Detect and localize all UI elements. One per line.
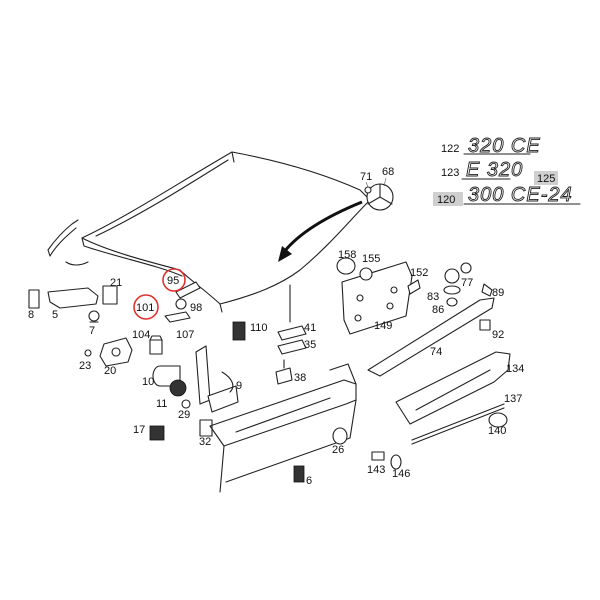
lock-assembly <box>84 335 163 367</box>
badge-e320: E 320 <box>466 159 523 181</box>
part-32 <box>199 419 213 437</box>
label-38: 38 <box>294 372 306 384</box>
label-20: 20 <box>104 365 116 377</box>
badge-320ce: 320 CE <box>468 135 541 157</box>
label-104: 104 <box>132 329 150 341</box>
label-122: 122 <box>441 143 459 155</box>
badge-300ce24: 300 CE-24 <box>468 184 573 206</box>
star-emblem <box>364 177 394 211</box>
label-7: 7 <box>89 325 95 337</box>
label-98: 98 <box>190 302 202 314</box>
seal-strip <box>411 403 505 445</box>
label-9: 9 <box>236 380 242 392</box>
license-plate-holder <box>336 257 413 335</box>
label-77: 77 <box>461 277 473 289</box>
label-32: 32 <box>199 436 211 448</box>
lock-cylinder <box>152 345 239 413</box>
label-6: 6 <box>306 475 312 487</box>
label-146: 146 <box>392 468 410 480</box>
highlight-95 <box>162 268 186 292</box>
label-71: 71 <box>360 171 372 183</box>
label-83: 83 <box>427 291 439 303</box>
label-152: 152 <box>410 267 428 279</box>
label-11: 11 <box>156 398 167 410</box>
center-parts <box>232 284 307 385</box>
part-labels: 8 5 7 21 95 98 101 107 104 23 20 10 11 2… <box>28 166 524 487</box>
label-158: 158 <box>338 249 356 261</box>
rear-panel <box>209 363 357 493</box>
label-29: 29 <box>178 409 190 421</box>
label-89: 89 <box>492 287 504 299</box>
label-155: 155 <box>362 253 380 265</box>
label-21: 21 <box>110 277 122 289</box>
part-143 <box>371 451 385 461</box>
label-101: 101 <box>136 302 154 314</box>
label-123: 123 <box>441 167 459 179</box>
hinge-parts-left <box>28 285 118 323</box>
label-140: 140 <box>488 425 506 437</box>
part-26 <box>332 427 348 445</box>
label-17: 17 <box>133 424 145 436</box>
label-74: 74 <box>430 346 442 358</box>
label-110: 110 <box>250 322 268 334</box>
label-125: 125 <box>537 173 555 185</box>
model-badges: 320 CE E 320 300 CE-24 122 123 120 125 <box>433 135 581 206</box>
label-26: 26 <box>332 444 344 456</box>
label-143: 143 <box>367 464 385 476</box>
trunk-lid <box>81 151 371 313</box>
part-17 <box>149 425 165 441</box>
label-149: 149 <box>374 320 392 332</box>
label-92: 92 <box>492 329 504 341</box>
torsion-bar <box>47 219 89 266</box>
latch-parts <box>164 281 201 323</box>
label-120: 120 <box>437 194 455 206</box>
handle-cover <box>395 351 511 425</box>
trim-strip <box>367 297 495 377</box>
part-140 <box>488 412 508 428</box>
label-5: 5 <box>52 309 58 321</box>
label-23: 23 <box>79 360 91 372</box>
label-137: 137 <box>504 393 522 405</box>
highlight-101 <box>133 294 159 320</box>
part-146 <box>390 454 402 470</box>
label-8: 8 <box>28 309 34 321</box>
install-arrow <box>278 200 363 262</box>
label-86: 86 <box>432 304 444 316</box>
label-41: 41 <box>304 322 316 334</box>
label-68: 68 <box>382 166 394 178</box>
label-35: 35 <box>304 339 316 351</box>
label-95: 95 <box>167 275 179 287</box>
label-10: 10 <box>142 376 154 388</box>
right-fasteners <box>407 262 493 331</box>
label-134: 134 <box>506 363 524 375</box>
label-107: 107 <box>176 329 194 341</box>
